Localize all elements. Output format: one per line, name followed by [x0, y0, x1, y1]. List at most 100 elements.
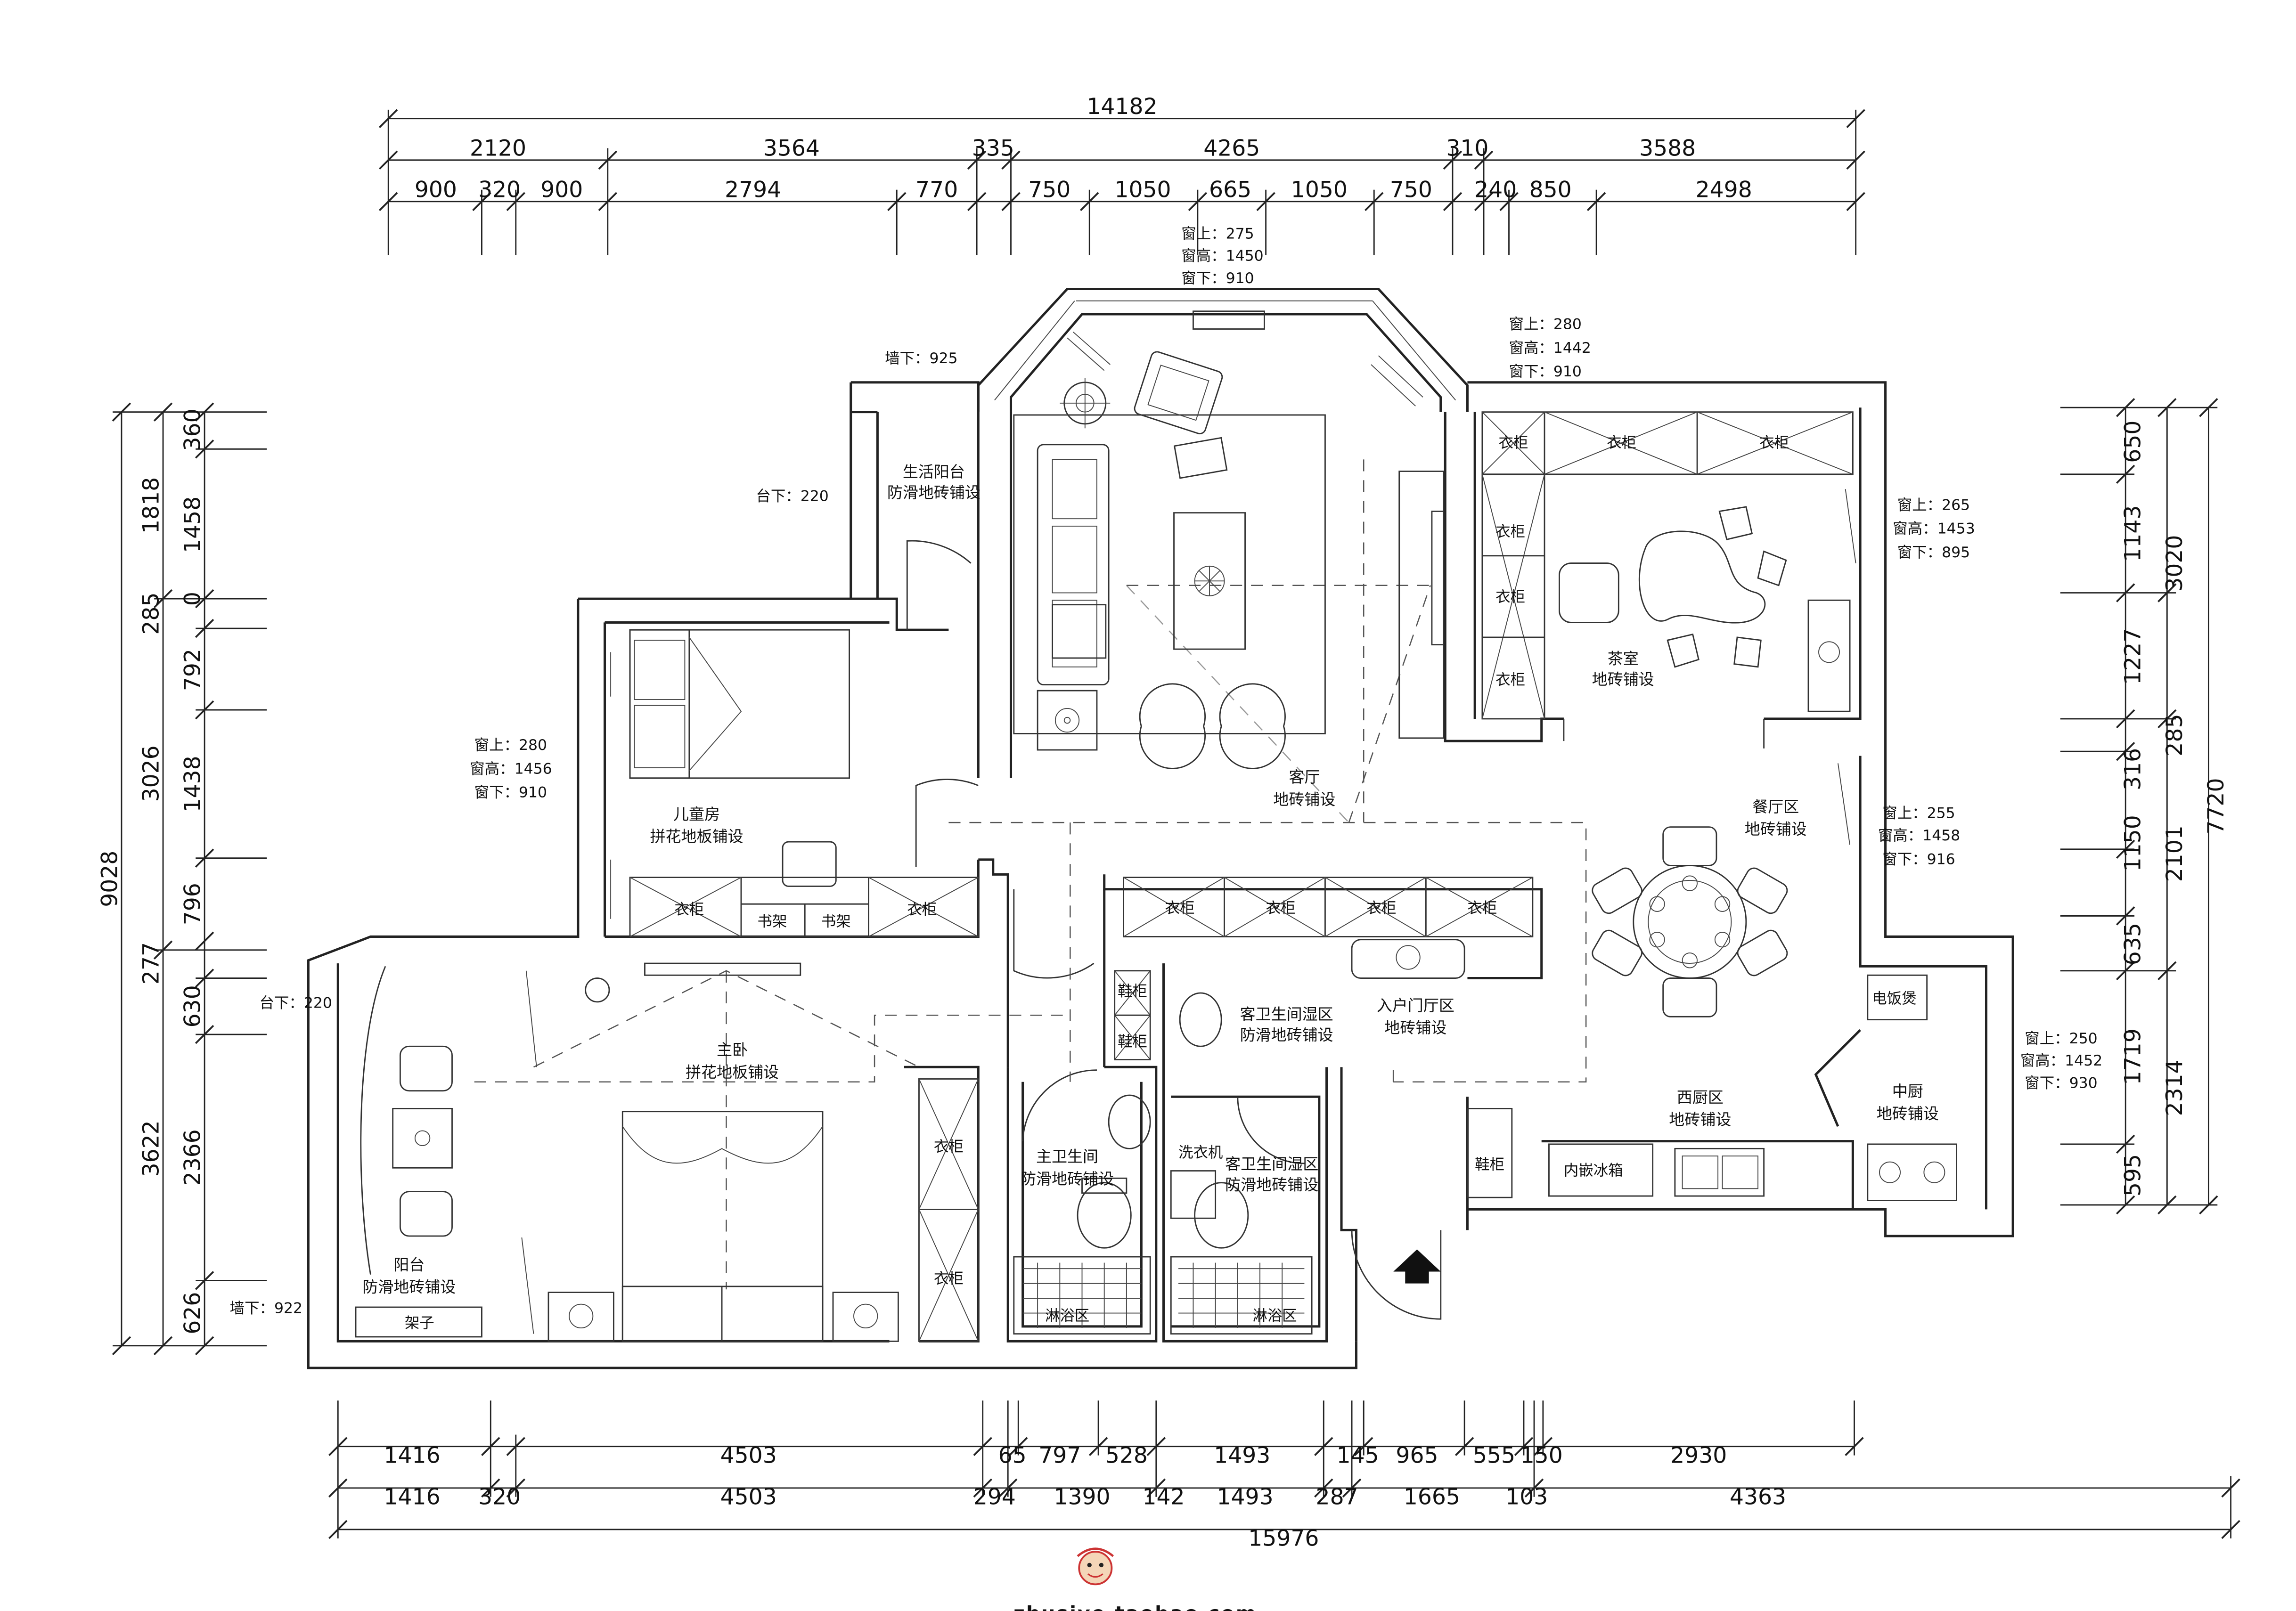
ceiling-light-icon	[585, 977, 610, 1003]
bed	[629, 629, 850, 779]
wall-below-925: 墙下：925	[885, 350, 957, 367]
dim-top-r2: 665	[1209, 177, 1251, 203]
label-shoe-cabinet: 鞋柜	[1118, 983, 1147, 1000]
watermark: zhusiye.taobao.com	[1013, 1547, 1256, 1611]
reference-lines	[474, 459, 1587, 1290]
dim-right-mid: 285	[2162, 714, 2188, 757]
dim-left-inner: 360	[180, 408, 206, 451]
dining-table	[1633, 865, 1747, 979]
room-name-living: 客厅	[1289, 768, 1320, 786]
dining-chair-icon	[1662, 826, 1717, 866]
dining-chair-icon	[1662, 977, 1717, 1017]
dim-top-r2: 320	[478, 177, 521, 203]
win-top-right: 窗高：1442	[1509, 340, 1591, 357]
win-child: 窗高：1456	[470, 760, 552, 777]
room-name-tea: 茶室	[1608, 650, 1639, 668]
dim-top-r2: 1050	[1291, 177, 1348, 203]
room-name-dining: 餐厅区	[1752, 797, 1799, 816]
curtain-icon	[521, 1237, 534, 1334]
room-floor-guest-wet: 防滑地砖铺设	[1240, 1026, 1333, 1044]
rice-cooker-icon	[1867, 974, 1928, 1021]
room-labels: 生活阳台 防滑地砖铺设 客厅 地砖铺设 茶室 地砖铺设 儿童房 拼花地板铺设 餐…	[362, 463, 1939, 1296]
label-wardrobe: 衣柜	[1499, 434, 1528, 451]
dim-right-inner: 595	[2120, 1154, 2146, 1196]
dim-bottom-r2: 1493	[1217, 1484, 1274, 1510]
shower-tray	[1170, 1256, 1313, 1335]
label-bookshelf: 书架	[821, 913, 851, 930]
stool-icon	[1757, 550, 1787, 586]
label-rice-cooker: 电饭煲	[1872, 990, 1916, 1007]
fridge-icon	[1548, 1143, 1654, 1197]
bathroom-fixtures	[1013, 992, 1513, 1335]
sill-220: 台下：220	[260, 994, 332, 1011]
dim-bottom-r2: 103	[1505, 1484, 1548, 1510]
dim-right-mid: 2314	[2162, 1059, 2188, 1116]
dim-top-r1: 2120	[470, 135, 526, 161]
living-room-furniture	[1013, 310, 1445, 769]
dim-right-inner: 1227	[2120, 628, 2146, 685]
side-table	[1037, 690, 1098, 751]
dim-top-r2: 750	[1390, 177, 1432, 203]
room-floor-western-kitchen: 地砖铺设	[1669, 1110, 1731, 1129]
lounge-chair-icon	[399, 1045, 453, 1092]
label-wardrobe: 衣柜	[1266, 900, 1296, 917]
dim-left-inner: 2366	[180, 1129, 206, 1186]
dim-bottom-total: 15976	[1248, 1526, 1319, 1552]
lounge-chair-icon	[399, 1191, 453, 1237]
room-floor-chinese-kitchen: 地砖铺设	[1877, 1104, 1939, 1123]
label-wardrobe: 衣柜	[1467, 900, 1497, 917]
label-shower: 淋浴区	[1045, 1307, 1089, 1324]
room-floor-balcony: 防滑地砖铺设	[362, 1278, 456, 1296]
dim-bottom-r1: 1493	[1214, 1442, 1270, 1468]
win-dining: 窗高：1458	[1878, 827, 1960, 844]
dining-chair-icon	[1592, 929, 1643, 976]
room-name-service-balcony: 生活阳台	[903, 463, 965, 481]
dim-left-mid: 1818	[139, 477, 164, 534]
room-floor-entrance: 地砖铺设	[1384, 1018, 1446, 1037]
tea-table	[1638, 530, 1766, 624]
dim-right-mid: 3020	[2162, 535, 2188, 592]
win-dining: 窗下：916	[1882, 851, 1955, 868]
dim-top-r2: 2498	[1696, 177, 1752, 203]
room-floor-children: 拼花地板铺设	[650, 827, 744, 846]
dim-top-r2: 2794	[725, 177, 781, 203]
sill-220: 台下：220	[756, 488, 828, 504]
flower-vase-icon	[1194, 565, 1225, 596]
label-bookshelf: 书架	[758, 913, 787, 930]
dim-right-inner: 316	[2120, 748, 2146, 790]
dining-chair-icon	[1737, 929, 1788, 976]
dim-right-inner: 1150	[2120, 815, 2146, 871]
side-table	[392, 1107, 453, 1169]
curtain-icon	[1837, 763, 1851, 845]
dim-bottom-r2: 4363	[1730, 1484, 1786, 1510]
curtain-icon	[525, 970, 537, 1067]
dim-left-inner: 1458	[180, 496, 206, 553]
dim-right-inner: 650	[2120, 421, 2146, 463]
curtain-icon	[1371, 355, 1423, 407]
dim-left-inner: 796	[180, 883, 206, 925]
dining-chair-icon	[1592, 867, 1643, 914]
dim-bottom-r2: 142	[1142, 1484, 1185, 1510]
walls	[307, 288, 2014, 1369]
label-shower: 淋浴区	[1252, 1307, 1297, 1324]
dim-left-inner: 626	[180, 1292, 206, 1334]
label-wardrobe: 衣柜	[1165, 900, 1195, 917]
room-floor-master-bath: 防滑地砖铺设	[1021, 1170, 1114, 1188]
dim-left-total: 9028	[97, 851, 123, 907]
room-name-children: 儿童房	[673, 805, 720, 823]
top-dimensions: 14182 2120 3564 335 4265 310 3588 900 32…	[379, 94, 1865, 255]
dim-top-r2: 770	[915, 177, 958, 203]
room-floor-guest-bath: 防滑地砖铺设	[1225, 1175, 1318, 1194]
dim-bottom-r1: 2930	[1670, 1442, 1727, 1468]
room-name-balcony: 阳台	[393, 1255, 425, 1274]
dim-right-inner: 1719	[2120, 1028, 2146, 1085]
dining-furniture	[1592, 763, 1851, 1017]
left-dimensions: 9028 1818 3026 3622 360 1458 0 285 792 1…	[97, 402, 267, 1356]
dim-bottom-r1: 555	[1473, 1442, 1515, 1468]
desk-chair-icon	[782, 841, 837, 887]
dim-right-inner: 635	[2120, 923, 2146, 965]
dim-bottom-r2: 294	[973, 1484, 1016, 1510]
room-name-chinese-kitchen: 中厨	[1892, 1082, 1923, 1100]
label-wardrobe: 衣柜	[1495, 588, 1525, 605]
room-name-guest-wet: 客卫生间湿区	[1240, 1005, 1333, 1024]
